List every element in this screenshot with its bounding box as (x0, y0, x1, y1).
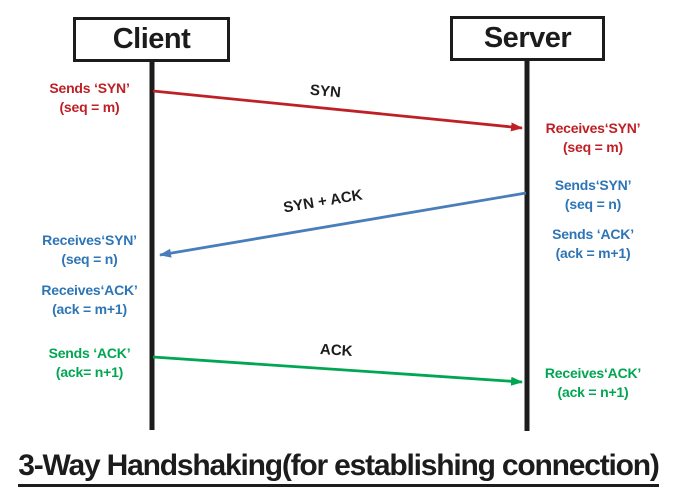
client-sends-ack-note: Sends ‘ACK’ (ack= n+1) (22, 344, 157, 382)
client-receives-ack-note: Receives‘ACK’ (ack = m+1) (22, 281, 157, 319)
client-actor-label: Client (112, 23, 191, 55)
server-sends-syn-line2: (seq = n) (564, 196, 622, 212)
server-receives-ack-note: Receives‘ACK’ (ack = n+1) (533, 364, 653, 402)
client-sends-syn-note: Sends ‘SYN’ (seq = m) (22, 79, 157, 117)
diagram-caption: 3-Way Handshaking(for establishing conne… (0, 449, 677, 487)
diagram-caption-text: 3-Way Handshaking(for establishing conne… (18, 449, 660, 487)
server-receives-ack-line2: (ack = n+1) (557, 384, 629, 400)
server-receives-ack-line1: Receives‘ACK’ (544, 365, 642, 381)
server-receives-syn-line2: (seq = m) (562, 139, 624, 155)
client-sends-ack-line2: (ack= n+1) (55, 364, 124, 380)
server-actor-label: Server (483, 22, 572, 54)
client-sends-syn-line2: (seq = m) (59, 99, 120, 115)
syn-arrow-label: SYN (309, 81, 342, 102)
server-receives-syn-note: Receives‘SYN’ (seq = m) (533, 119, 653, 157)
server-sends-ack-line1: Sends ‘ACK’ (552, 226, 634, 242)
server-actor-box: Server (450, 16, 605, 61)
ack-arrow-label: ACK (319, 341, 353, 360)
server-sends-syn-note: Sends‘SYN’ (seq = n) (533, 176, 653, 214)
server-sends-ack-line2: (ack = m+1) (555, 245, 631, 261)
client-sends-ack-line1: Sends ‘ACK’ (48, 345, 131, 361)
syn-arrow (152, 89, 523, 132)
client-receives-syn-line2: (seq = n) (61, 251, 118, 267)
client-sends-syn-line1: Sends ‘SYN’ (49, 80, 130, 96)
client-actor-box: Client (73, 17, 230, 62)
server-sends-syn-line1: Sends‘SYN’ (554, 177, 632, 193)
ack-arrow (152, 355, 523, 386)
client-receives-syn-note: Receives‘SYN’ (seq = n) (22, 231, 157, 269)
server-sends-ack-note: Sends ‘ACK’ (ack = m+1) (533, 225, 653, 263)
client-receives-ack-line1: Receives‘ACK’ (41, 282, 138, 298)
client-receives-ack-line2: (ack = m+1) (52, 301, 127, 317)
syn-ack-arrow (159, 191, 527, 258)
server-receives-syn-line1: Receives‘SYN’ (545, 120, 641, 136)
client-receives-syn-line1: Receives‘SYN’ (42, 232, 137, 248)
